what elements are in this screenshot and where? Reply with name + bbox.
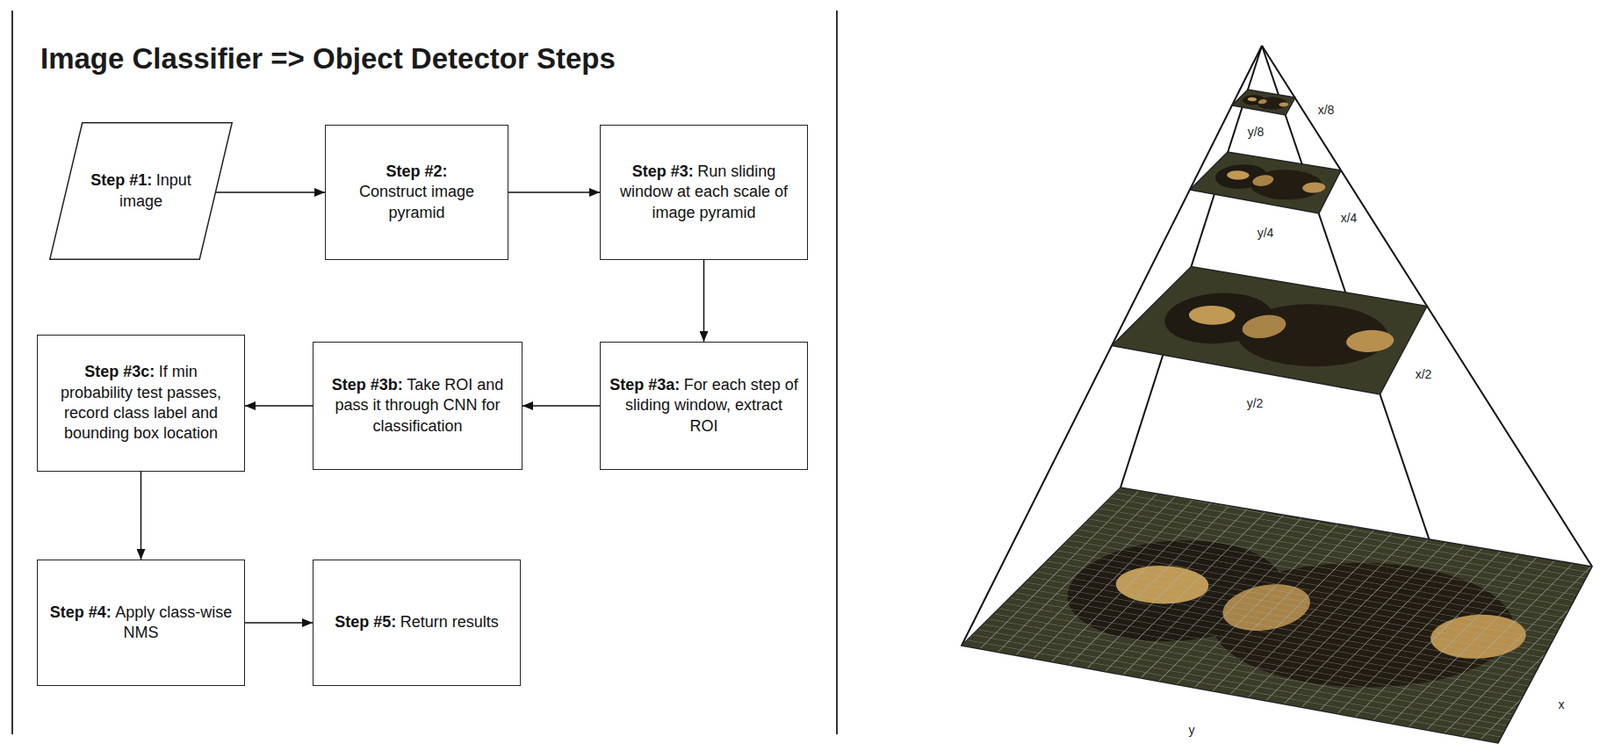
step-heading: Step #1: [90, 171, 152, 189]
dimension-label: y/4 [1255, 225, 1276, 240]
flow-arrow [245, 621, 313, 624]
process-box: Step #3c:If min probability test passes,… [36, 334, 246, 472]
step-label: Step #5:Return results [334, 612, 499, 633]
step-label: Step #3a:For each step of sliding window… [609, 374, 799, 437]
input-parallelogram: Step #1:Input image [49, 122, 233, 260]
dimension-label: y/8 [1246, 124, 1267, 139]
diagram-title: Image Classifier => Object Detector Step… [40, 42, 616, 76]
step-label: Step #3:Run sliding window at each scale… [609, 161, 799, 224]
process-box: Step #3:Run sliding window at each scale… [599, 124, 808, 260]
flow-arrow [508, 191, 600, 194]
flow-arrow [216, 191, 325, 194]
step-text: Construct image pyramid [359, 182, 475, 221]
process-box: Step #5:Return results [312, 559, 521, 686]
process-box: Step #3a:For each step of sliding window… [599, 341, 808, 470]
step-heading: Step #3c: [84, 362, 155, 381]
step-label: Step #2:Construct image pyramid [334, 161, 499, 224]
process-box: Step #4:Apply class-wise NMS [36, 559, 246, 686]
step-label: Step #4:Apply class-wise NMS [46, 602, 236, 644]
step-heading: Step #5: [334, 612, 397, 631]
step-heading: Step #3a: [609, 375, 680, 394]
step-heading: Step #3b: [331, 375, 404, 394]
dimension-label: x/2 [1413, 367, 1435, 382]
step-heading: Step #4: [50, 603, 112, 621]
process-box: Step #2:Construct image pyramid [324, 124, 509, 260]
process-box: Step #3b:Take ROI and pass it through CN… [312, 341, 523, 470]
step-text: Return results [400, 612, 499, 631]
flow-arrow [703, 259, 706, 342]
dimension-label: x [1556, 697, 1567, 712]
dimension-label: y [1187, 722, 1197, 737]
step-label: Step #1:Input image [87, 170, 195, 212]
step-heading: Step #3: [632, 162, 694, 181]
dimension-label: y/2 [1245, 396, 1266, 411]
parallelogram-outline [49, 122, 233, 260]
flow-arrow [140, 471, 143, 560]
step-text: Apply class-wise NMS [115, 603, 232, 642]
flow-arrow [245, 404, 313, 407]
flow-arrow [522, 404, 600, 407]
dimension-label: x/4 [1339, 210, 1360, 225]
step-label: Step #3b:Take ROI and pass it through CN… [322, 374, 513, 437]
step-heading: Step #2: [334, 161, 499, 182]
step-label: Step #3c:If min probability test passes,… [46, 361, 236, 445]
dimension-label: x/8 [1316, 102, 1337, 117]
